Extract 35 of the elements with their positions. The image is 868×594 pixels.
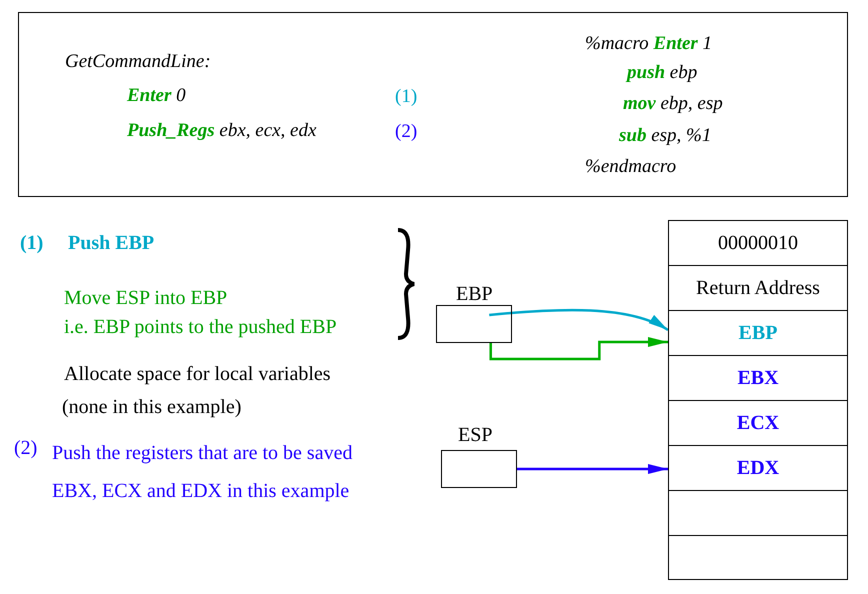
step-number: (1): [395, 86, 418, 108]
arrow: [489, 308, 669, 332]
step-number: (2): [395, 121, 418, 143]
step-number: (2): [14, 437, 38, 460]
code-line: %endmacro: [585, 156, 676, 178]
code-line: mov ebp, esp: [623, 93, 723, 115]
code-label: GetCommandLine:: [65, 51, 211, 73]
code-line: push ebp: [627, 62, 698, 84]
code-line: Push_Regs ebx, ecx, edx: [127, 120, 316, 142]
step-note: (none in this example): [62, 396, 242, 419]
arrow: [517, 464, 668, 474]
code-line: %macro Enter 1: [585, 33, 712, 55]
register-label: EBP: [456, 283, 493, 306]
register-box: [436, 305, 512, 343]
step-note: Push the registers that are to be saved: [52, 442, 352, 465]
stack-cell: EDX: [668, 445, 848, 490]
step-note: Allocate space for local variables: [64, 363, 331, 386]
step-note: Move ESP into EBP: [64, 287, 228, 310]
arrow: [489, 337, 668, 360]
stack-cell: Return Address: [668, 265, 848, 310]
code-line: Enter 0: [127, 85, 186, 107]
register-label: ESP: [458, 424, 492, 447]
step-note: EBX, ECX and EDX in this example: [52, 480, 350, 503]
step-title: Push EBP: [68, 232, 154, 255]
stack-cell: EBP: [668, 310, 848, 355]
step-number: (1): [20, 232, 44, 255]
empty-stack-cell: [668, 535, 848, 580]
step-note: i.e. EBP points to the pushed EBP: [64, 316, 337, 339]
code-line: sub esp, %1: [619, 125, 712, 147]
stack-cell: EBX: [668, 355, 848, 400]
stack-cell: 00000010: [668, 220, 848, 265]
stack-cell: ECX: [668, 400, 848, 445]
empty-stack-cell: [668, 490, 848, 535]
register-box: [441, 450, 517, 488]
code-panel: [18, 12, 848, 197]
